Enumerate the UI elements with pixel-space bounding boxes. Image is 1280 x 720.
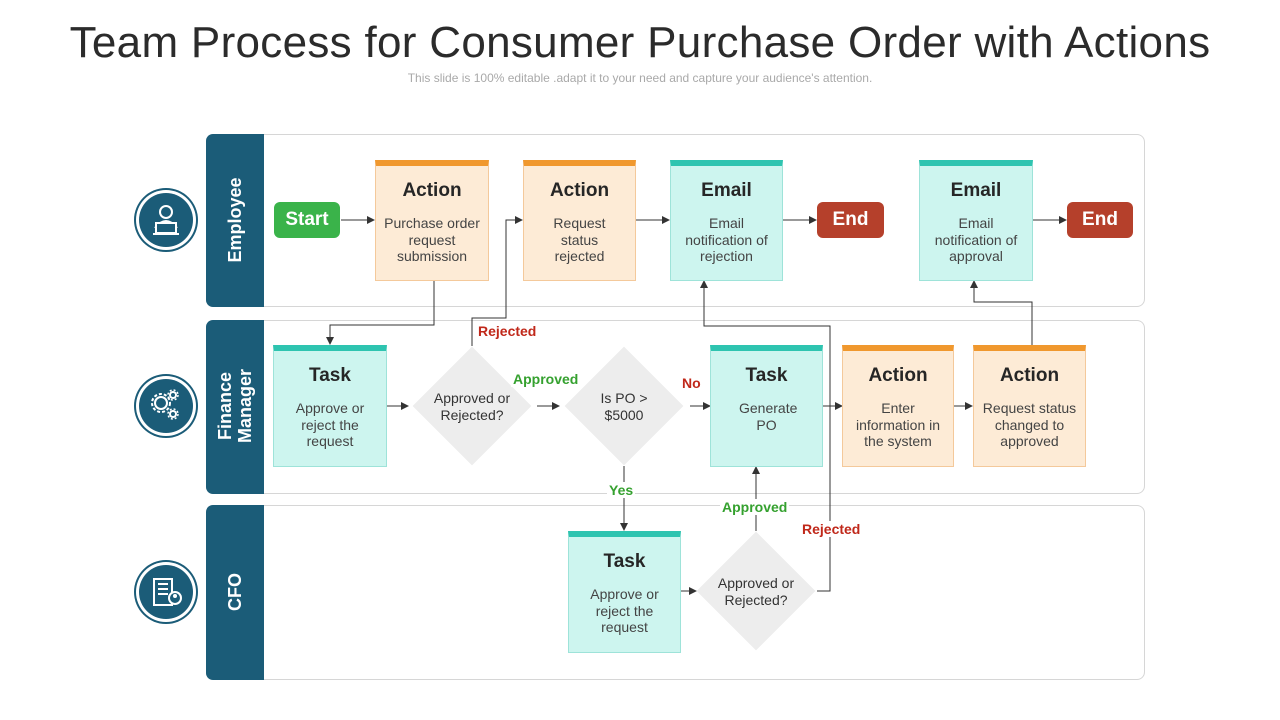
decision-fm: Approved or Rejected? — [433, 390, 511, 423]
label-yes: Yes — [607, 482, 636, 498]
task-fm-approve: Task Approve or reject the request — [273, 345, 387, 467]
email-rejection: Email Email notification of rejection — [670, 160, 783, 281]
end-node-2: End — [1067, 202, 1133, 238]
gears-icon — [139, 379, 193, 433]
action-text: Request status rejected — [553, 215, 606, 264]
lane-header-employee — [206, 134, 264, 307]
decision-po: Is PO > $5000 — [600, 390, 648, 423]
action-heading: Action — [999, 365, 1060, 386]
action-enter-info: Action Enter information in the system — [842, 345, 954, 467]
edge-submit-task — [326, 281, 435, 345]
decision-cfo: Approved or Rejected? — [717, 575, 795, 608]
label-approved-cfo: Approved — [720, 499, 790, 515]
action-heading: Action — [402, 180, 462, 201]
email-text: Email notification of approval — [934, 215, 1018, 264]
label-no: No — [680, 375, 703, 391]
edge-status-email — [970, 280, 1033, 345]
action-status-rejected: Action Request status rejected — [523, 160, 636, 281]
task-text: Approve or reject the request — [295, 400, 365, 449]
action-text: Request status changed to approved — [982, 400, 1077, 449]
email-text: Email notification of rejection — [685, 215, 768, 264]
task-generate-po: Task Generate PO — [710, 345, 823, 467]
task-cfo-approve: Task Approve or reject the request — [568, 531, 681, 653]
email-heading: Email — [701, 180, 752, 201]
start-node: Start — [274, 202, 340, 238]
email-heading: Email — [950, 180, 1002, 201]
task-text: Approve or reject the request — [590, 586, 659, 635]
label-rejected-fm: Rejected — [476, 323, 539, 339]
building-person-icon — [139, 565, 193, 619]
action-text: Enter information in the system — [855, 400, 941, 449]
label-rejected-cfo: Rejected — [800, 521, 863, 537]
lane-header-finance-manager — [206, 320, 264, 494]
action-heading: Action — [549, 180, 610, 201]
email-approval: Email Email notification of approval — [919, 160, 1033, 281]
page-subtitle: This slide is 100% editable .adapt it to… — [407, 71, 873, 85]
task-heading: Task — [309, 365, 351, 386]
page-title: Team Process for Consumer Purchase Order… — [69, 18, 1211, 67]
action-purchase-submission: Action Purchase order request submission — [375, 160, 489, 281]
action-status-approved: Action Request status changed to approve… — [973, 345, 1086, 467]
end-node-1: End — [817, 202, 884, 238]
person-laptop-icon — [139, 193, 193, 247]
task-heading: Task — [745, 365, 788, 386]
edge-rejected-status — [471, 216, 523, 346]
label-approved-fm: Approved — [511, 371, 581, 387]
task-text: Generate PO — [739, 400, 798, 433]
task-heading: Task — [603, 551, 646, 572]
action-heading: Action — [868, 365, 928, 386]
action-text: Purchase order request submission — [384, 215, 480, 264]
lane-header-cfo — [206, 505, 264, 680]
edge-rejected-email — [700, 280, 831, 592]
